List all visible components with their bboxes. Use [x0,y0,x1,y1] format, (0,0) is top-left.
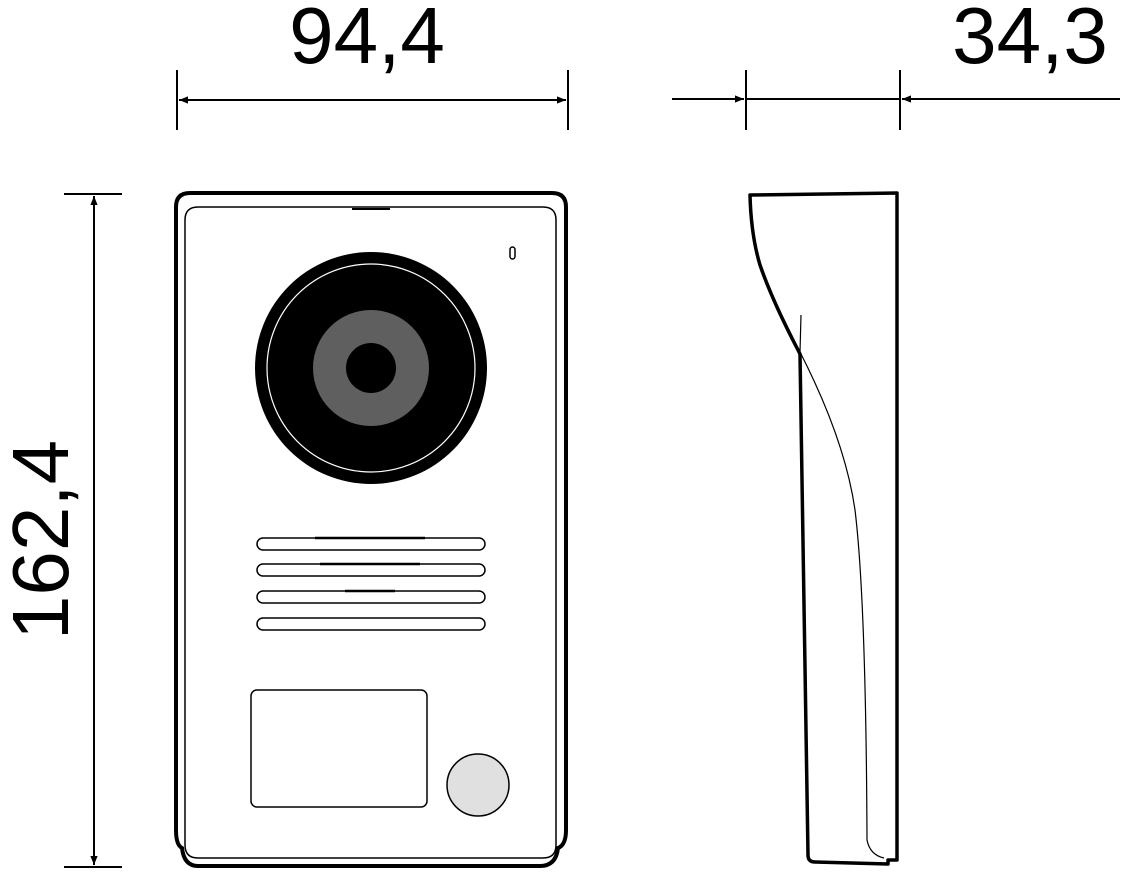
width-label: 94,4 [289,0,445,80]
height-label: 162,4 [0,440,85,640]
depth-dimension: 34,3 [672,0,1120,130]
camera-lens [255,252,487,484]
width-dimension: 94,4 [176,0,569,130]
name-plate [250,689,428,808]
call-button[interactable] [446,753,510,817]
side-view [748,191,899,866]
height-dimension: 162,4 [0,193,122,868]
depth-label: 34,3 [952,0,1108,80]
front-view [174,191,568,868]
speaker-grille [256,537,486,631]
sensor-icon [509,246,516,260]
